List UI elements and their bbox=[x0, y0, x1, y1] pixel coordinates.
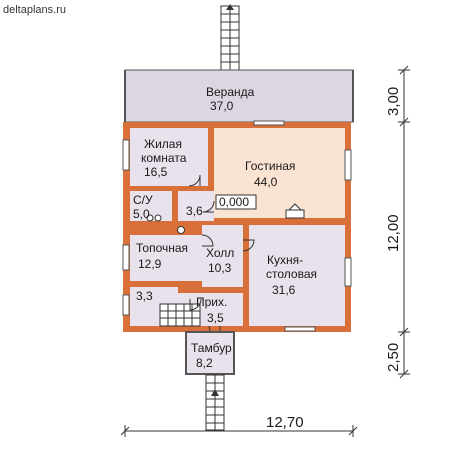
middle-dimension: 12,00 bbox=[385, 214, 402, 252]
height-dimension-line bbox=[398, 65, 410, 379]
hall-area-value: 10,3 bbox=[208, 261, 232, 275]
hall-area bbox=[202, 225, 243, 287]
bottom-dimension: 2,50 bbox=[385, 343, 402, 372]
bedroom-name-1: Жилая bbox=[144, 137, 182, 151]
wc-area-value: 5,0 bbox=[133, 207, 150, 221]
sink-icon bbox=[146, 214, 162, 222]
kitchen-name-2: столовая bbox=[266, 267, 317, 281]
hall-name: Холл bbox=[206, 246, 234, 260]
wc-name: С/У bbox=[133, 193, 153, 207]
top-stairs bbox=[220, 4, 240, 71]
storage-area-value: 3,3 bbox=[136, 289, 153, 303]
vestibule-area bbox=[185, 331, 235, 375]
top-dimension: 3,00 bbox=[385, 87, 402, 116]
bedroom-area-value: 16,5 bbox=[144, 165, 168, 179]
kitchen-area-value: 31,6 bbox=[272, 283, 296, 297]
veranda-area bbox=[124, 69, 354, 123]
fireplace-icon bbox=[285, 203, 305, 219]
kitchen-name-1: Кухня- bbox=[267, 253, 303, 267]
bottom-stairs bbox=[205, 374, 225, 431]
boiler-area bbox=[130, 235, 202, 281]
windows bbox=[122, 120, 352, 332]
kitchen-area bbox=[249, 225, 345, 326]
inner-stairs bbox=[159, 303, 201, 327]
boiler-icon bbox=[177, 226, 185, 234]
boiler-area-value: 12,9 bbox=[138, 257, 162, 271]
width-dimension: 12,70 bbox=[266, 414, 304, 431]
veranda-area-value: 37,0 bbox=[210, 99, 234, 113]
vestibule-area-value: 8,2 bbox=[196, 356, 213, 370]
corridor-area bbox=[178, 191, 214, 221]
elevation-box bbox=[215, 194, 257, 210]
veranda-name: Веранда bbox=[206, 85, 255, 99]
corridor-area-value: 3,6 bbox=[186, 204, 203, 218]
bedroom-name-2: комната bbox=[141, 151, 187, 165]
elevation-mark: 0,000 bbox=[219, 195, 249, 209]
site-url: deltaplans.ru bbox=[3, 4, 66, 16]
width-dimension-line bbox=[120, 425, 358, 437]
entry-area-value: 3,5 bbox=[207, 311, 224, 325]
living-name: Гостиная bbox=[245, 159, 295, 173]
bedroom-area bbox=[130, 128, 208, 186]
entry-name: Прих. bbox=[196, 295, 227, 309]
living-area-value: 44,0 bbox=[254, 175, 278, 189]
vestibule-name: Тамбур bbox=[191, 341, 232, 355]
boiler-name: Топочная bbox=[136, 241, 188, 255]
